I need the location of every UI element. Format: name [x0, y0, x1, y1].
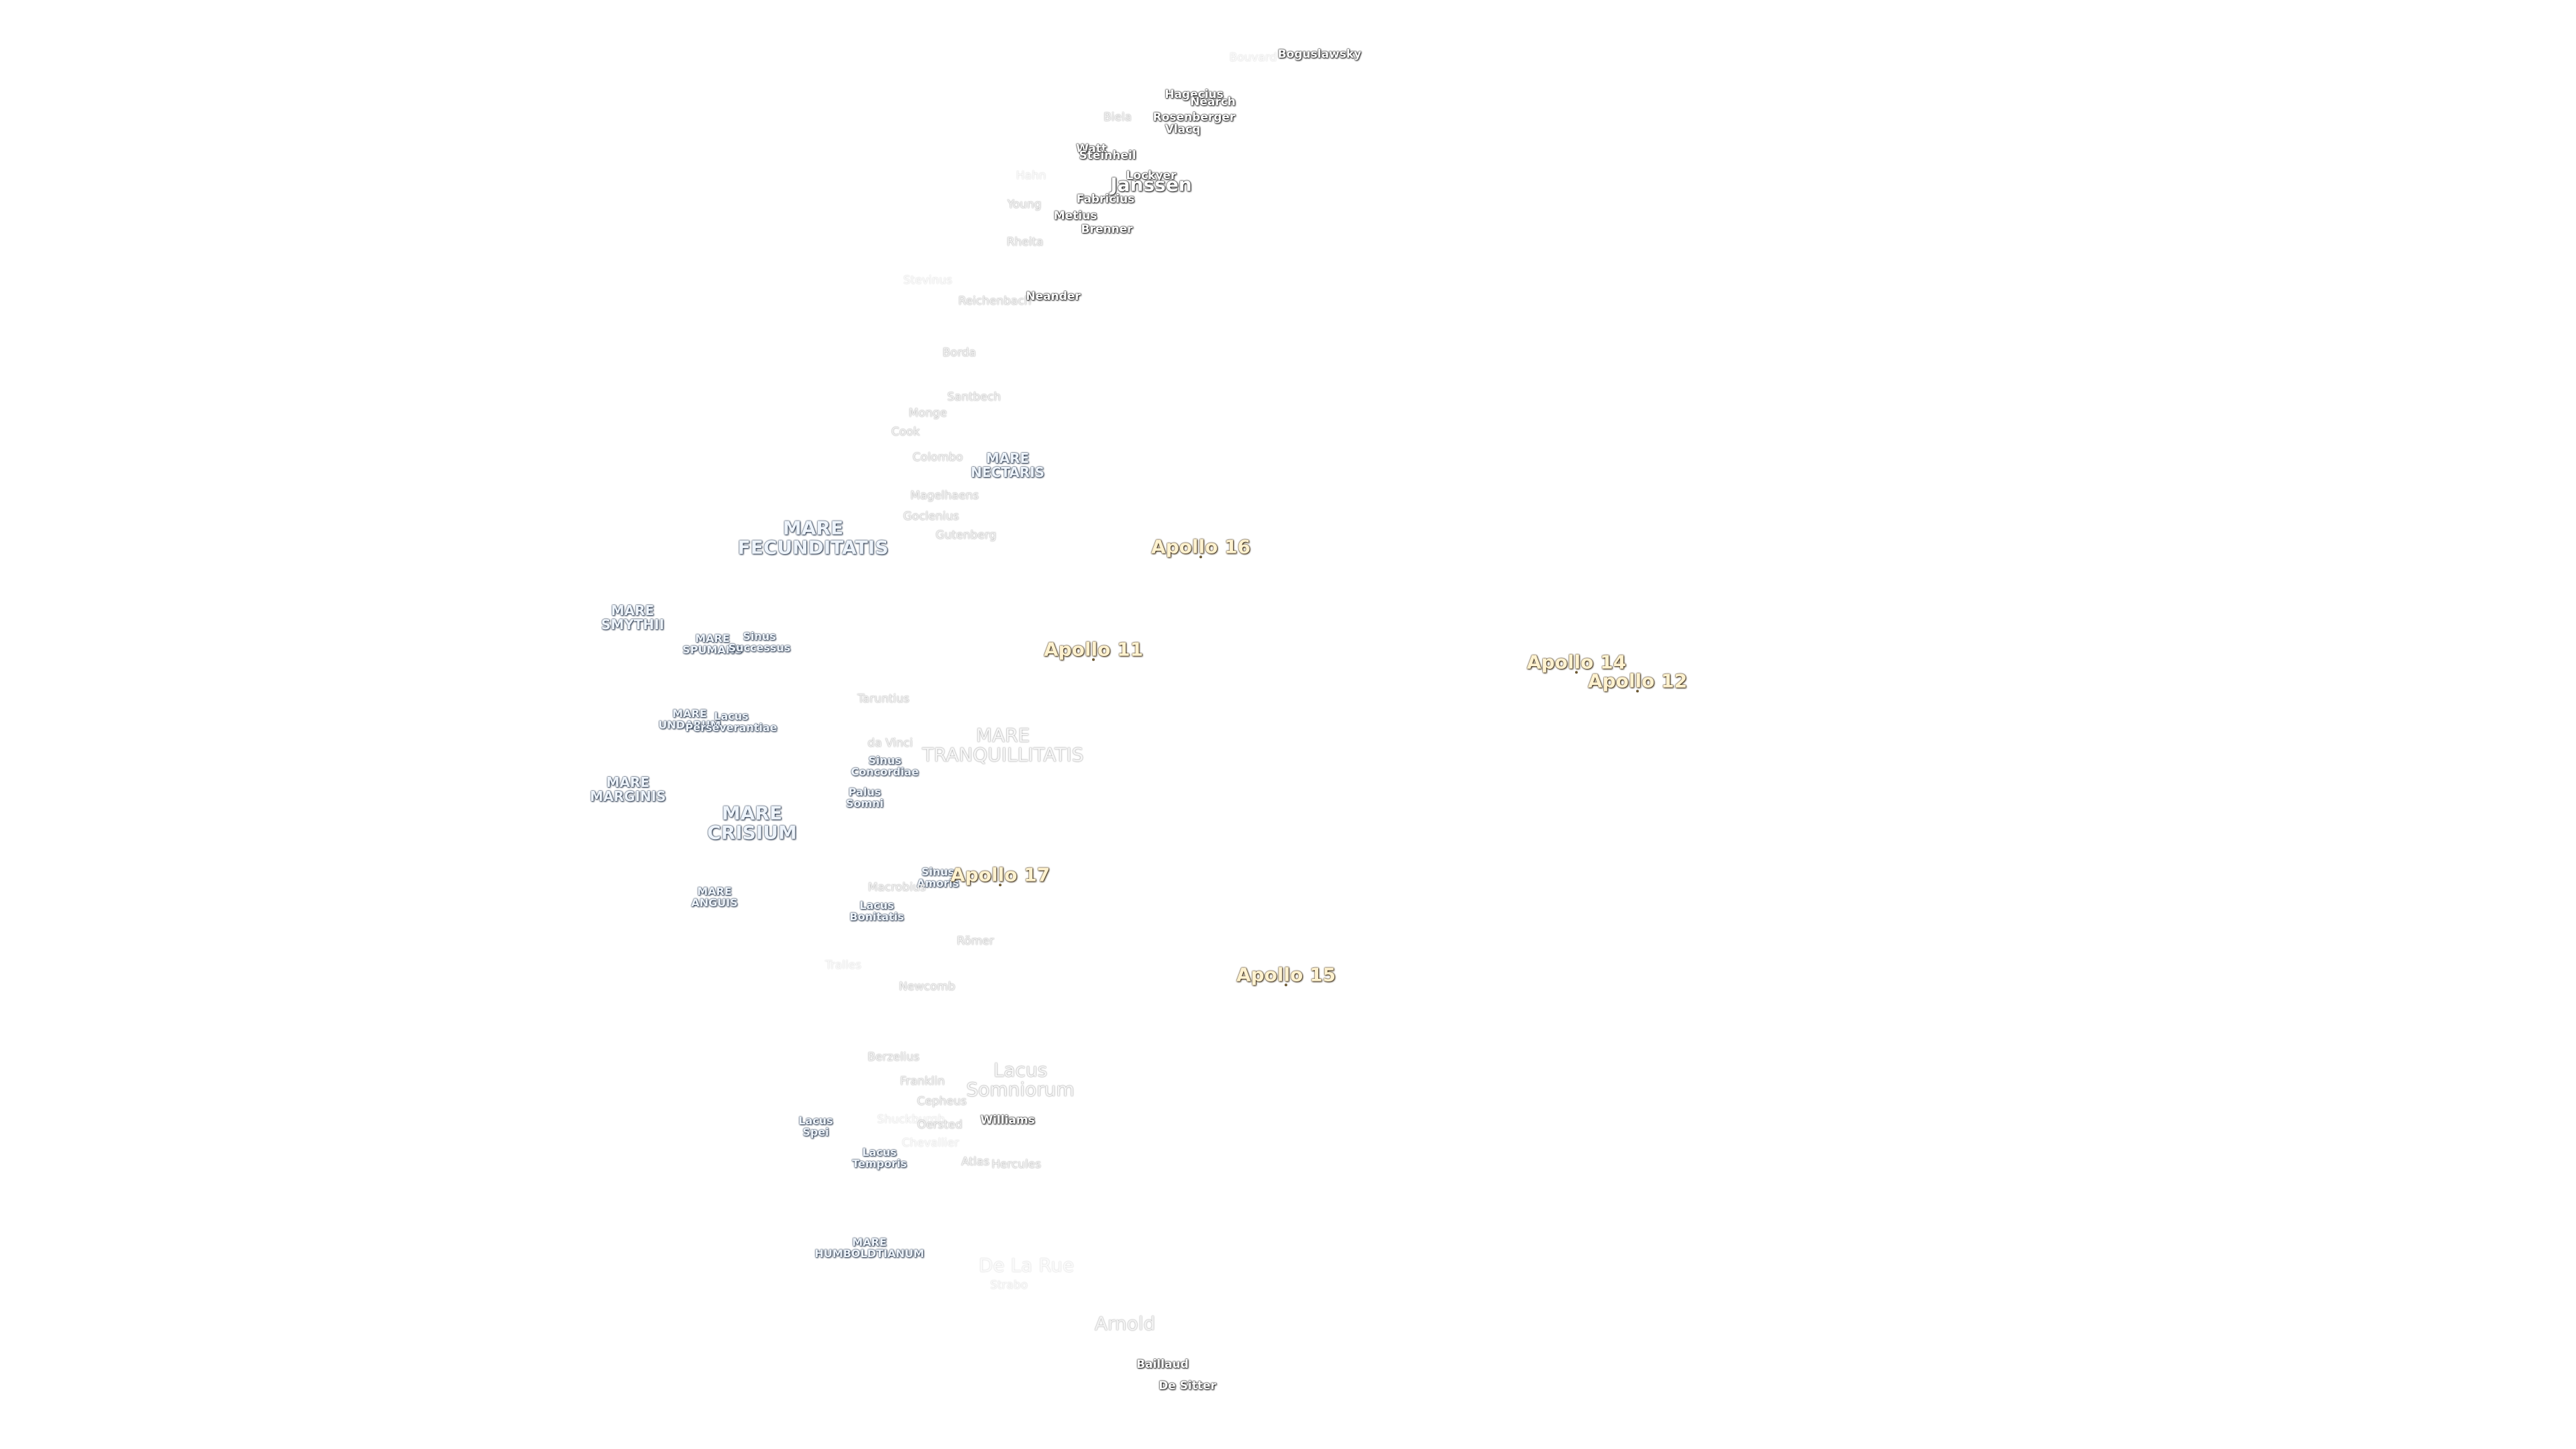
map-label-macrobius: Macrobius: [867, 881, 926, 895]
map-label-metius: Metius: [1053, 209, 1097, 223]
map-label-brenner: Brenner: [1081, 223, 1133, 237]
map-label-biela: Biela: [1104, 111, 1132, 125]
map-label-franklin: Franklin: [900, 1075, 945, 1089]
map-label-magelhaens: Magelhaens: [910, 489, 979, 503]
map-label-apollo-16: Apollo 16: [1150, 535, 1251, 559]
map-label-hercules: Hercules: [991, 1158, 1042, 1172]
map-label-oersted: Oersted: [917, 1118, 963, 1132]
map-label-fabricius: Fabricius: [1076, 193, 1135, 207]
map-label-cook: Cook: [891, 425, 920, 439]
map-label-bouvard: Bouvard: [1229, 51, 1277, 65]
map-label-gutenberg: Gutenberg: [935, 529, 997, 543]
map-label-romer: Römer: [957, 934, 994, 949]
map-label-borda: Borda: [943, 346, 976, 360]
map-label-rheita: Rheita: [1006, 235, 1044, 250]
map-label-janssen: Janssen: [1110, 173, 1192, 196]
map-label-lockyer: Lockyer: [1126, 169, 1177, 183]
map-label-apollo-14: Apollo 14: [1526, 651, 1627, 675]
map-label-hahn: Hahn: [1016, 169, 1046, 183]
map-label-santbech: Santbech: [947, 390, 1002, 405]
map-label-atlas: Atlas: [961, 1155, 989, 1169]
map-label-colombo: Colombo: [912, 451, 963, 465]
map-label-arnold: Arnold: [1094, 1312, 1156, 1335]
map-label-neander: Neander: [1026, 290, 1081, 304]
map-label-de-sitter: De Sitter: [1159, 1379, 1216, 1393]
map-label-steinheil: Steinheil: [1079, 149, 1136, 163]
map-label-monge: Monge: [908, 407, 947, 421]
map-label-da-vinci: da Vinci: [867, 737, 913, 751]
map-label-rosenberger: Rosenberger: [1152, 111, 1236, 125]
map-label-apollo-15: Apollo 15: [1236, 963, 1336, 987]
map-label-boguslawsky: Boguslawsky: [1277, 48, 1362, 62]
map-label-berzelius: Berzelius: [867, 1051, 920, 1065]
map-label-de-la-rue: De La Rue: [978, 1254, 1075, 1277]
map-label-hagecius: Hagecius: [1165, 88, 1224, 102]
map-label-reichenbach: Reichenbach: [958, 294, 1032, 309]
map-label-chevallier: Chevallier: [902, 1136, 959, 1150]
map-label-goclenius: Goclenius: [903, 510, 959, 524]
map-label-williams: Williams: [980, 1114, 1035, 1128]
map-label-young: Young: [1007, 198, 1042, 212]
map-label-vlacq: Vlacq: [1165, 123, 1201, 137]
map-label-apollo-11: Apollo 11: [1043, 638, 1144, 662]
map-label-watt: Watt: [1076, 142, 1107, 156]
map-label-apollo-17: Apollo 17: [950, 863, 1051, 888]
map-label-baillaud: Baillaud: [1136, 1358, 1189, 1372]
map-label-strabo: Strabo: [989, 1279, 1028, 1293]
map-label-newcomb: Newcomb: [898, 980, 956, 994]
map-label-nearch: Nearch: [1190, 95, 1236, 109]
map-label-taruntius: Taruntius: [857, 692, 910, 706]
map-label-cepheus: Cepheus: [917, 1095, 967, 1109]
map-label-apollo-12: Apollo 12: [1587, 669, 1688, 694]
map-label-stevinus: Stevinus: [903, 274, 953, 288]
map-label-shuckburgh: Shuckburgh: [877, 1113, 945, 1127]
map-label-tralles: Tralles: [824, 959, 862, 973]
